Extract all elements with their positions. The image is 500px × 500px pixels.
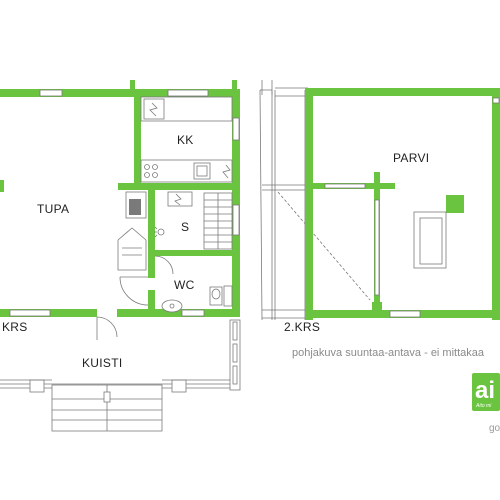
room-label-parvi: PARVI <box>393 151 429 165</box>
room-label-kuisti: KUISTI <box>82 356 122 370</box>
first-floor-plan <box>0 80 241 432</box>
disclaimer-caption: pohjakuva suuntaa-antava - ei mittakaa <box>292 347 485 359</box>
logo-text: ai <box>475 377 495 404</box>
room-label-kk: KK <box>177 133 194 147</box>
floor-label-second: 2.KRS <box>284 320 320 334</box>
brand-logo: ai Aito mi <box>472 373 500 411</box>
room-label-wc: WC <box>174 278 195 292</box>
corner-text: go <box>489 423 500 434</box>
logo-tagline: Aito mi <box>475 403 492 409</box>
room-label-tupa: TUPA <box>37 202 69 216</box>
second-floor-plan <box>259 80 500 321</box>
floor-label-first: KRS <box>2 320 28 334</box>
room-label-s: S <box>181 220 189 234</box>
